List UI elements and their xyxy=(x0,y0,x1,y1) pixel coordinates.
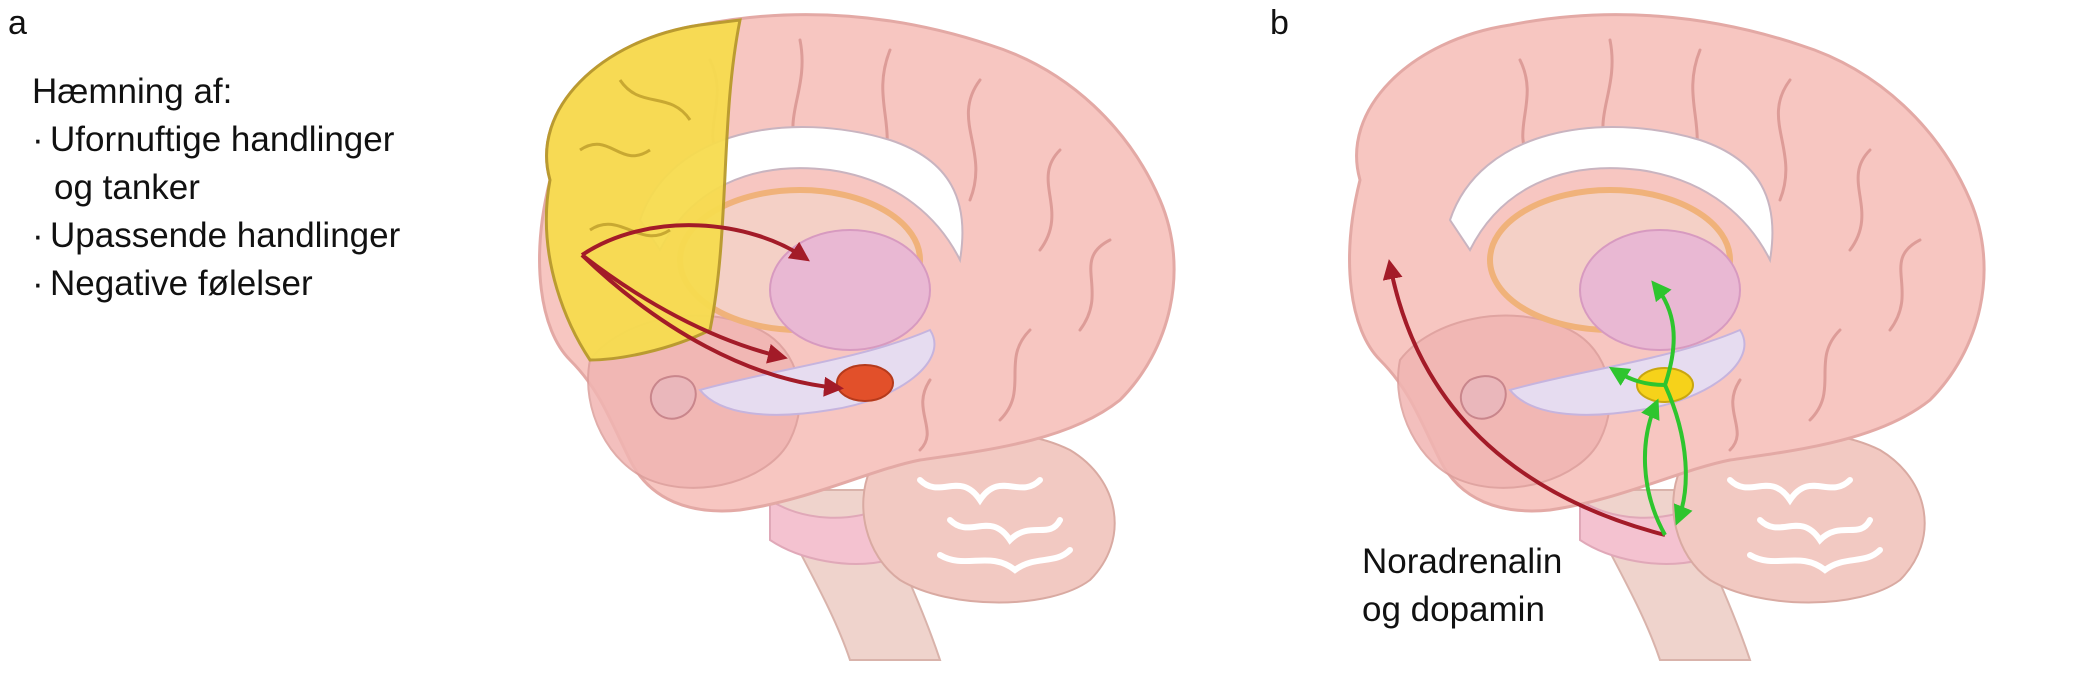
inhibition-item: ·Upassende handlinger xyxy=(32,212,400,260)
inhibition-item-text: Upassende handlinger xyxy=(50,216,401,255)
neurotransmitter-label-line2: og dopamin xyxy=(1362,590,1545,629)
neurotransmitter-label: Noradrenalin og dopamin xyxy=(1362,538,1562,634)
dopamine-arrow xyxy=(1651,280,1676,386)
dopamine-arrow xyxy=(1663,384,1693,526)
inhibition-heading: Hæmning af: xyxy=(32,72,233,111)
panel-b-letter: b xyxy=(1270,4,1289,42)
inhibition-arrow xyxy=(580,253,788,364)
inhibition-item-text: Ufornuftige handlinger xyxy=(50,120,395,159)
inhibition-item: ·Negative følelser xyxy=(32,260,400,308)
brain-sagittal-section xyxy=(1350,15,1985,660)
inhibition-item-continued: og tanker xyxy=(54,168,200,207)
panel-a-letter: a xyxy=(8,4,27,42)
inhibition-arrow xyxy=(580,253,844,397)
neurotransmitter-label-line1: Noradrenalin xyxy=(1362,542,1563,581)
amygdala xyxy=(836,364,894,402)
inhibition-item-text: Negative følelser xyxy=(50,264,313,303)
inhibition-list: Hæmning af: ·Ufornuftige handlinger og t… xyxy=(32,68,400,308)
dopamine-arrow xyxy=(1608,366,1666,387)
prefrontal-cortex xyxy=(544,18,742,362)
brain-diagram-a xyxy=(470,0,1190,673)
bullet-glyph: · xyxy=(32,216,44,255)
noradrenaline-arrow xyxy=(1382,259,1666,537)
brain-diagram-b xyxy=(1280,0,2000,673)
bullet-glyph: · xyxy=(32,264,44,303)
inhibition-arrow xyxy=(580,223,810,262)
bullet-glyph: · xyxy=(32,120,44,159)
inhibition-item: ·Ufornuftige handlinger xyxy=(32,116,400,164)
dopamine-arrow xyxy=(1641,398,1667,536)
